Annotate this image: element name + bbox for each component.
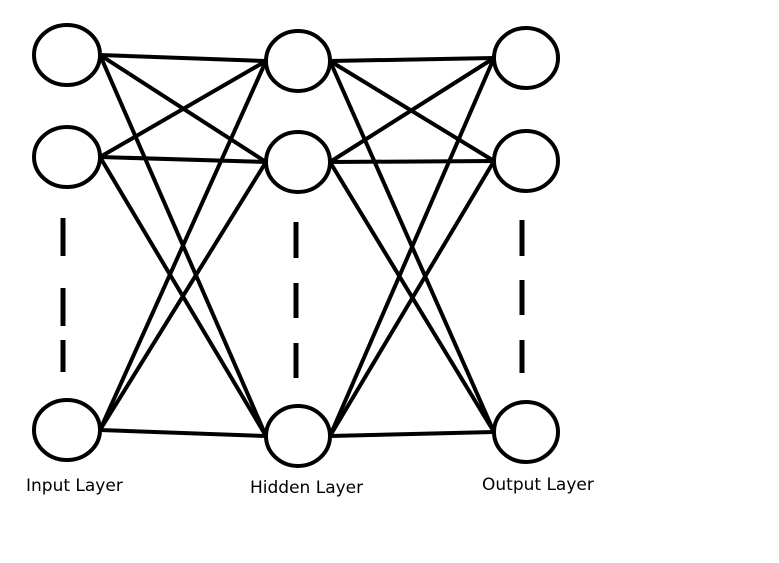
input-node-1 — [32, 23, 102, 87]
hidden-node-2 — [264, 130, 332, 194]
edge-input-2-to-hidden-2 — [98, 155, 268, 164]
edge-input-2-to-hidden-1 — [98, 59, 268, 159]
input-node-3 — [32, 398, 102, 462]
edge-input-3-to-hidden-1 — [98, 59, 268, 432]
edge-hidden-3-to-output-3 — [328, 430, 496, 438]
input-layer-label: Input Layer — [26, 476, 123, 496]
output-layer-label: Output Layer — [482, 475, 594, 495]
output-node-3 — [492, 400, 560, 464]
hidden-layer-label: Hidden Layer — [250, 478, 363, 498]
edge-hidden-1-to-output-1 — [328, 56, 496, 63]
neurons — [32, 23, 560, 468]
input-node-2 — [32, 125, 102, 189]
edge-hidden-3-to-output-1 — [328, 56, 496, 438]
edge-hidden-2-to-output-2 — [328, 159, 496, 164]
hidden-node-3 — [264, 404, 332, 468]
edge-input-3-to-hidden-2 — [98, 160, 268, 432]
edge-hidden-3-to-output-2 — [328, 159, 496, 438]
layer-ellipses — [60, 218, 525, 378]
connections — [98, 53, 496, 438]
edge-input-3-to-hidden-3 — [98, 428, 268, 438]
output-node-2 — [492, 129, 560, 193]
output-node-1 — [492, 26, 560, 90]
edge-input-1-to-hidden-1 — [98, 53, 268, 63]
edge-hidden-2-to-output-1 — [328, 56, 496, 164]
hidden-node-1 — [264, 29, 332, 93]
